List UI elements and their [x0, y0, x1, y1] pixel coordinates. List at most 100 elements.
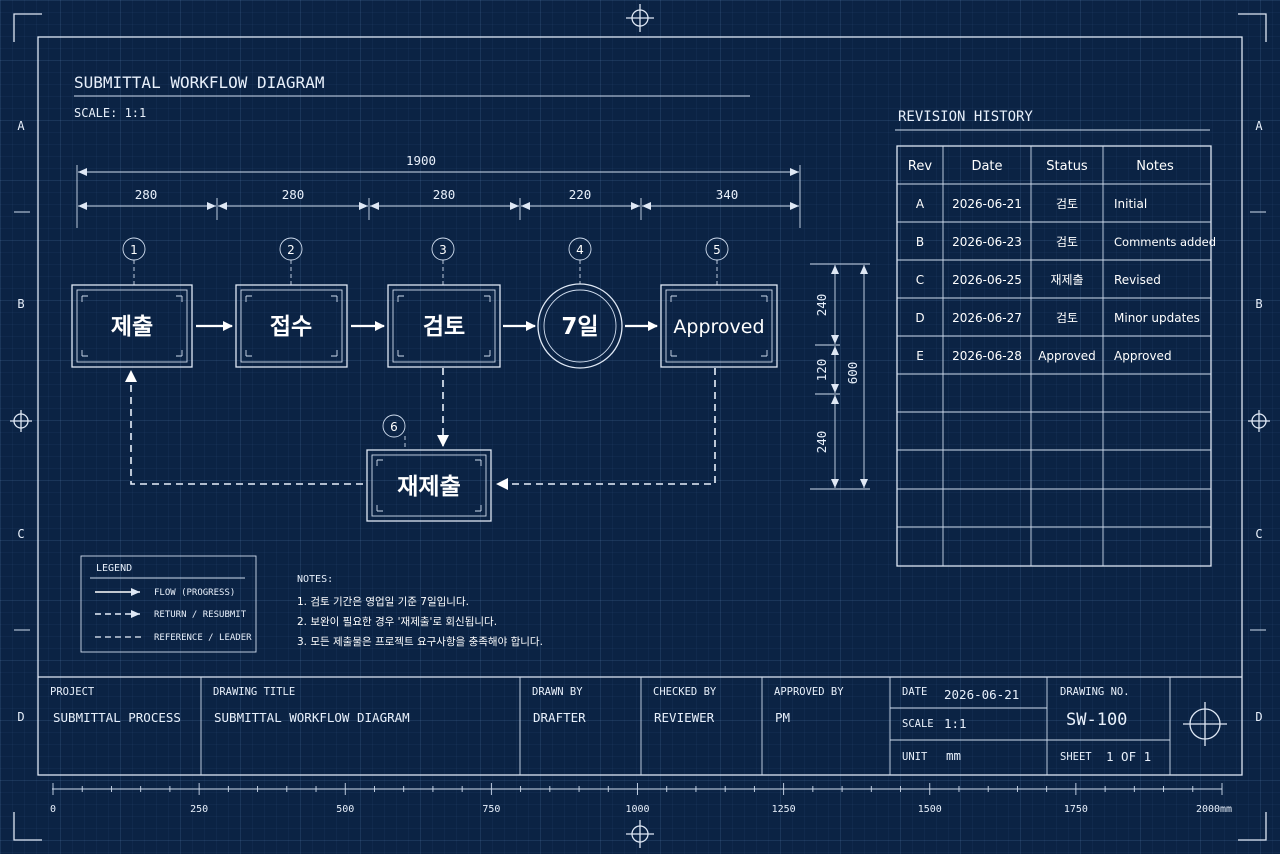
- node-label-review: 검토: [423, 314, 465, 340]
- revision-cell-date: 2026-06-27: [952, 311, 1022, 325]
- ruler-label: 1250: [772, 804, 796, 815]
- node-balloons: 1 2 3 4 5 6: [122, 237, 729, 450]
- tb-drawing-title-value: SUBMITTAL WORKFLOW DIAGRAM: [214, 710, 410, 725]
- tb-checked-by-value: REVIEWER: [654, 710, 715, 725]
- registration-target-top: [626, 4, 654, 32]
- tb-drawing-no-value: SW-100: [1066, 710, 1127, 730]
- revision-header-status: Status: [1046, 159, 1088, 174]
- revision-cell-status: Approved: [1038, 349, 1096, 363]
- right-dimensions: 240 120 240 600: [810, 263, 870, 490]
- drawing-title: SUBMITTAL WORKFLOW DIAGRAM: [74, 73, 324, 92]
- tb-date-value: 2026-06-21: [944, 687, 1019, 702]
- table-row: D 2026-06-27 검토 Minor updates: [915, 311, 1200, 325]
- revision-header-notes: Notes: [1136, 159, 1174, 174]
- node-resubmit[interactable]: 재제출: [366, 449, 492, 522]
- revision-cell-rev: A: [916, 197, 925, 211]
- revision-cell-date: 2026-06-21: [952, 197, 1022, 211]
- node-label-approved: Approved: [673, 316, 764, 338]
- note-2: 2. 보완이 필요한 경우 '재제출'로 회신됩니다.: [297, 615, 497, 628]
- zone-letter-left-b: B: [17, 297, 24, 311]
- node-submit[interactable]: 제출: [71, 284, 193, 368]
- legend-item-reference: REFERENCE / LEADER: [154, 633, 252, 643]
- revision-cell-date: 2026-06-28: [952, 349, 1022, 363]
- balloon-3: 3: [439, 243, 447, 257]
- balloon-2: 2: [287, 243, 295, 257]
- dim-segment-5: 340: [716, 187, 739, 202]
- revision-grid: [897, 146, 1211, 566]
- registration-target-bottom: [626, 820, 654, 848]
- note-3: 3. 모든 제출물은 프로젝트 요구사항을 충족해야 합니다.: [297, 635, 543, 648]
- tb-date-label: DATE: [902, 686, 927, 698]
- note-1: 1. 검토 기간은 영업일 기준 7일입니다.: [297, 595, 469, 608]
- revision-cell-notes: Comments added: [1114, 235, 1216, 249]
- tb-drawn-by-value: DRAFTER: [533, 710, 586, 725]
- return-arrow-approved-to-resubmit: [496, 368, 716, 490]
- dim-vertical-3: 240: [814, 431, 829, 454]
- node-approved[interactable]: Approved: [660, 284, 778, 368]
- registration-target-left: [10, 410, 32, 432]
- balloon-1: 1: [130, 243, 138, 257]
- revision-cell-status: 검토: [1056, 311, 1078, 325]
- tb-approved-by-value: PM: [775, 710, 790, 725]
- dim-total-top: 1900: [406, 153, 436, 168]
- legend-item-return: RETURN / RESUBMIT: [154, 610, 247, 620]
- table-row: C 2026-06-25 재제출 Revised: [916, 273, 1161, 287]
- ruler-label: 500: [336, 804, 354, 815]
- ruler-label: 1000: [625, 804, 649, 815]
- tb-checked-by-label: CHECKED BY: [653, 686, 717, 698]
- dim-segment-2: 280: [282, 187, 305, 202]
- notes-title: NOTES:: [297, 574, 333, 585]
- revision-cell-status: 검토: [1056, 235, 1078, 249]
- tb-project-value: SUBMITTAL PROCESS: [53, 710, 181, 725]
- tb-drawing-title-label: DRAWING TITLE: [213, 686, 295, 698]
- revision-title: REVISION HISTORY: [898, 109, 1033, 125]
- drawing-scale: SCALE: 1:1: [74, 106, 146, 120]
- drawing-frame: [37, 36, 1243, 776]
- node-label-seven-days: 7일: [561, 314, 598, 340]
- revision-table: [896, 145, 1212, 567]
- dim-vertical-total: 600: [845, 362, 860, 385]
- node-label-submit: 제출: [111, 314, 153, 340]
- node-review[interactable]: 검토: [387, 284, 501, 368]
- tb-sheet-value: 1 OF 1: [1106, 749, 1151, 764]
- zone-letter-right-a: A: [1255, 119, 1263, 133]
- ruler-label: 750: [482, 804, 500, 815]
- table-row: B 2026-06-23 검토 Comments added: [916, 235, 1216, 249]
- node-seven-days[interactable]: 7일: [537, 283, 623, 369]
- border-zones: A B C D A B C D: [14, 119, 1266, 724]
- tb-drawn-by-label: DRAWN BY: [532, 686, 583, 698]
- ruler-label: 1500: [918, 804, 942, 815]
- revision-cell-notes: Minor updates: [1114, 311, 1200, 325]
- tb-project-label: PROJECT: [50, 686, 95, 698]
- crosshair-target-icon: [1183, 702, 1227, 746]
- ruler-label: 0: [50, 804, 56, 815]
- table-row: A 2026-06-21 검토 Initial: [916, 197, 1147, 211]
- balloon-6: 6: [390, 420, 398, 434]
- dim-segment-4: 220: [569, 187, 592, 202]
- title-block: PROJECT SUBMITTAL PROCESS DRAWING TITLE …: [38, 676, 1242, 775]
- tb-drawing-no-label: DRAWING NO.: [1060, 686, 1130, 698]
- dim-segment-3: 280: [433, 187, 456, 202]
- node-label-resubmit: 재제출: [397, 474, 460, 500]
- revision-cell-rev: B: [916, 235, 924, 249]
- dim-vertical-1: 240: [814, 294, 829, 317]
- dim-segment-1: 280: [135, 187, 158, 202]
- node-receive[interactable]: 접수: [235, 284, 348, 368]
- zone-letter-right-c: C: [1255, 527, 1262, 541]
- tb-unit-value: mm: [946, 748, 961, 763]
- ruler-label: 1750: [1064, 804, 1088, 815]
- node-label-receive: 접수: [270, 314, 312, 340]
- revision-cell-status: 재제출: [1050, 273, 1083, 287]
- tb-approved-by-label: APPROVED BY: [774, 686, 844, 698]
- legend-title: LEGEND: [96, 563, 132, 574]
- zone-letter-right-b: B: [1255, 297, 1262, 311]
- legend: LEGEND FLOW (PROGRESS) RETURN / RESUBMIT…: [80, 555, 257, 653]
- zone-letter-left-a: A: [17, 119, 25, 133]
- revision-cell-notes: Revised: [1114, 273, 1161, 287]
- return-arrow-resubmit-to-submit: [125, 370, 363, 485]
- zone-letter-right-d: D: [1255, 710, 1262, 724]
- revision-header-rev: Rev: [908, 159, 932, 174]
- revision-cell-date: 2026-06-23: [952, 235, 1022, 249]
- tb-sheet-label: SHEET: [1060, 751, 1092, 763]
